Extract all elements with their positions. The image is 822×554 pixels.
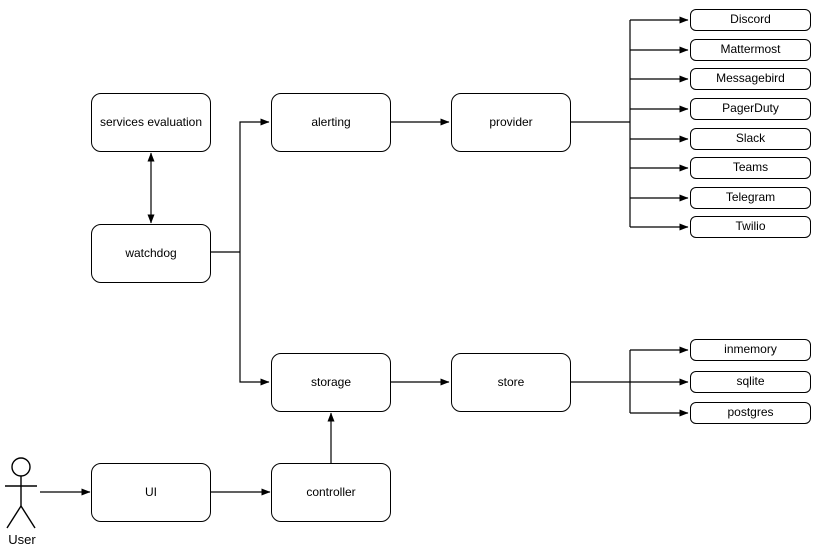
node-label: services evaluation xyxy=(99,114,203,129)
node-watchdog[interactable]: watchdog xyxy=(91,224,211,283)
node-label: UI xyxy=(145,484,157,499)
node-label: Telegram xyxy=(725,190,776,205)
node-label: alerting xyxy=(311,114,351,129)
node-provider[interactable]: provider xyxy=(451,93,571,152)
node-label: Teams xyxy=(732,160,769,175)
edge-watchdog-to-alerting xyxy=(239,118,270,252)
node-label: inmemory xyxy=(724,342,777,357)
node-label: Slack xyxy=(735,131,766,146)
user-actor-label: User xyxy=(8,532,36,547)
node-ui[interactable]: UI xyxy=(91,463,211,522)
node-label: postgres xyxy=(727,405,774,420)
node-storage[interactable]: storage xyxy=(271,353,391,412)
node-label: Mattermost xyxy=(720,42,781,57)
node-services-evaluation[interactable]: services evaluation xyxy=(91,93,211,152)
actor-leg-right xyxy=(20,505,36,529)
node-provider-discord[interactable]: Discord xyxy=(690,9,811,31)
node-store-postgres[interactable]: postgres xyxy=(690,402,811,424)
node-provider-twilio[interactable]: Twilio xyxy=(690,216,811,238)
node-label: storage xyxy=(310,374,352,389)
node-label: Messagebird xyxy=(716,71,785,86)
node-store-inmemory[interactable]: inmemory xyxy=(690,339,811,361)
node-label: Twilio xyxy=(735,219,766,234)
node-label: watchdog xyxy=(125,245,177,260)
node-label: store xyxy=(497,374,525,389)
node-provider-messagebird[interactable]: Messagebird xyxy=(690,68,811,90)
node-provider-pagerduty[interactable]: PagerDuty xyxy=(690,98,811,120)
node-provider-mattermost[interactable]: Mattermost xyxy=(690,39,811,61)
node-controller[interactable]: controller xyxy=(271,463,391,522)
node-alerting[interactable]: alerting xyxy=(271,93,391,152)
node-label: controller xyxy=(306,484,356,499)
node-label: PagerDuty xyxy=(722,101,779,116)
node-provider-telegram[interactable]: Telegram xyxy=(690,187,811,209)
node-store-sqlite[interactable]: sqlite xyxy=(690,371,811,393)
actor-leg-left xyxy=(6,505,22,529)
edge-watchdog-to-storage xyxy=(239,252,270,386)
node-provider-teams[interactable]: Teams xyxy=(690,157,811,179)
node-label: sqlite xyxy=(736,374,765,389)
node-label: provider xyxy=(489,114,533,129)
actor-head-icon xyxy=(11,457,31,477)
user-actor-figure xyxy=(5,457,37,529)
node-store[interactable]: store xyxy=(451,353,571,412)
node-label: Discord xyxy=(730,12,771,27)
node-provider-slack[interactable]: Slack xyxy=(690,128,811,150)
